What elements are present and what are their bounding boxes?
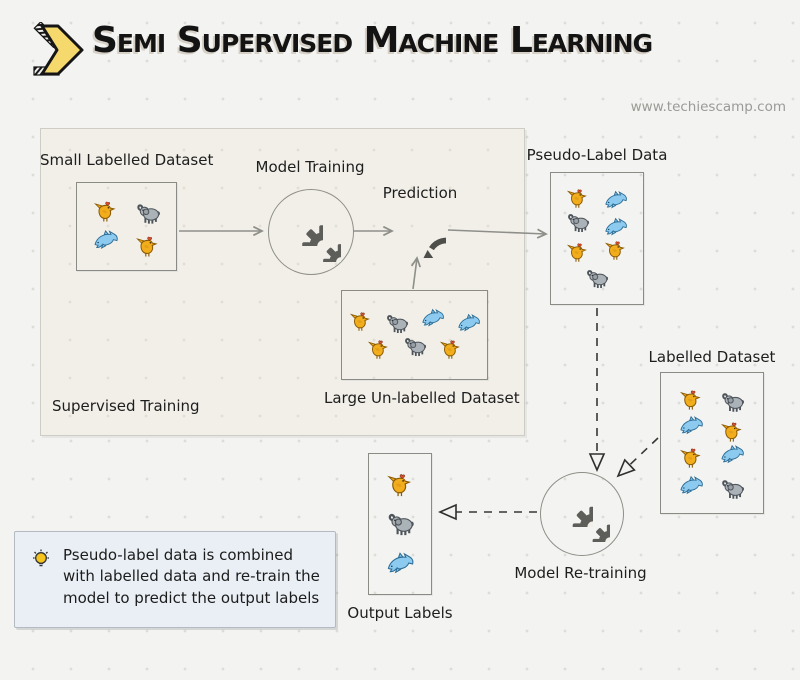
dolphin-icon bbox=[603, 188, 629, 214]
chicken-icon bbox=[438, 336, 464, 362]
elephant-icon bbox=[719, 476, 746, 503]
large-unlabelled-dataset-box bbox=[341, 290, 488, 380]
elephant-icon bbox=[385, 509, 416, 540]
page-title: Semi Supervised Machine Learning bbox=[92, 20, 653, 61]
small-labelled-dataset-box bbox=[76, 182, 177, 271]
labelled-dataset-box bbox=[660, 372, 764, 514]
chicken-icon bbox=[719, 418, 746, 445]
elephant-icon bbox=[719, 389, 746, 416]
model-retraining-label: Model Re-training bbox=[514, 564, 647, 582]
chicken-icon bbox=[603, 237, 629, 263]
dolphin-icon bbox=[420, 306, 446, 332]
dolphin-icon bbox=[678, 473, 705, 500]
model-training-label: Model Training bbox=[255, 158, 365, 176]
output-labels-box bbox=[368, 453, 432, 595]
prediction-label: Prediction bbox=[382, 184, 458, 202]
small-labelled-dataset-label: Small Labelled Dataset bbox=[40, 151, 214, 169]
dolphin-icon bbox=[456, 311, 482, 337]
chicken-icon bbox=[678, 386, 705, 413]
output-labels-label: Output Labels bbox=[347, 604, 453, 622]
chicken-icon bbox=[678, 444, 705, 471]
chicken-icon bbox=[366, 336, 392, 362]
chicken-icon bbox=[565, 185, 591, 211]
note-text: Pseudo-label data is combined with label… bbox=[63, 546, 320, 607]
chicken-icon bbox=[134, 232, 162, 260]
gear-icon bbox=[574, 506, 610, 542]
pseudo-label-data-box bbox=[550, 172, 644, 305]
model-retraining-circle bbox=[540, 472, 624, 556]
chicken-icon bbox=[385, 469, 416, 500]
gear-icon bbox=[304, 225, 341, 262]
website-url: www.techiescamp.com bbox=[630, 99, 786, 115]
lightbulb-icon bbox=[29, 547, 53, 575]
dolphin-icon bbox=[719, 442, 746, 469]
dolphin-icon bbox=[385, 549, 416, 580]
elephant-icon bbox=[565, 210, 591, 236]
dolphin-icon bbox=[678, 413, 705, 440]
cycle-arrows-icon bbox=[394, 206, 446, 258]
note-box: Pseudo-label data is combined with label… bbox=[14, 531, 336, 628]
dashed-labelled-to-retraining bbox=[616, 437, 659, 478]
model-training-circle bbox=[268, 189, 354, 275]
chicken-icon bbox=[565, 239, 591, 265]
dolphin-icon bbox=[92, 227, 120, 255]
elephant-icon bbox=[134, 200, 162, 228]
elephant-icon bbox=[584, 266, 610, 292]
logo-chevron-icon bbox=[26, 21, 88, 78]
chicken-icon bbox=[92, 197, 120, 225]
labelled-dataset-label: Labelled Dataset bbox=[648, 348, 776, 366]
pseudo-label-data-label: Pseudo-Label Data bbox=[526, 146, 668, 164]
chicken-icon bbox=[348, 308, 374, 334]
supervised-training-group bbox=[40, 128, 525, 436]
large-unlabelled-dataset-label: Large Un-labelled Dataset bbox=[324, 389, 520, 407]
elephant-icon bbox=[402, 334, 428, 360]
supervised-training-label: Supervised Training bbox=[52, 397, 200, 415]
